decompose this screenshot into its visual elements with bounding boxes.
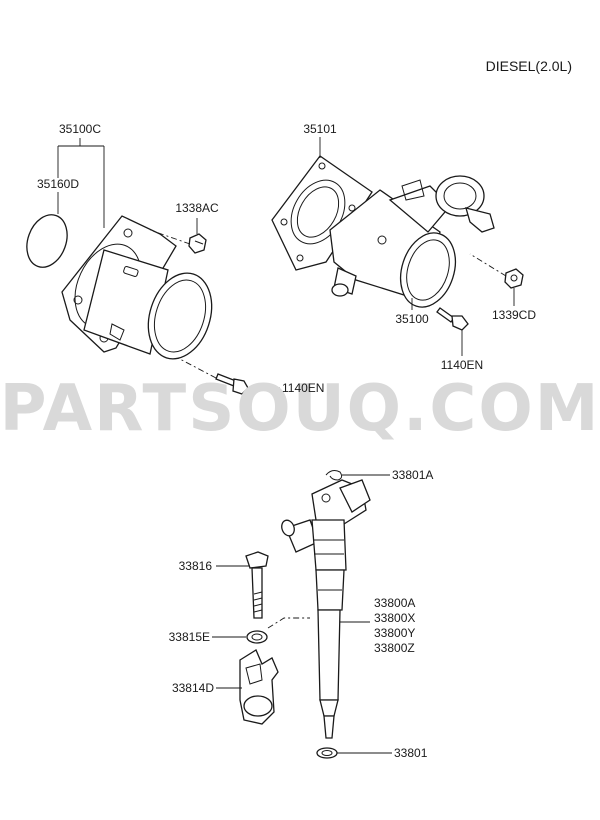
label-33800y[interactable]: 33800Y bbox=[374, 626, 415, 640]
injector-assembly[interactable] bbox=[280, 470, 371, 759]
engine-type-label: DIESEL(2.0L) bbox=[486, 58, 572, 74]
clip-33801a[interactable] bbox=[325, 470, 343, 481]
label-35101[interactable]: 35101 bbox=[303, 122, 337, 136]
bolt-1338ac[interactable] bbox=[188, 233, 207, 254]
label-35100c[interactable]: 35100C bbox=[59, 122, 101, 136]
label-33800x[interactable]: 33800X bbox=[374, 611, 415, 625]
bolt-33816[interactable] bbox=[245, 551, 269, 619]
label-33801a[interactable]: 33801A bbox=[392, 468, 433, 482]
label-35160d[interactable]: 35160D bbox=[37, 177, 79, 191]
throttle-body-cylinder bbox=[83, 249, 169, 355]
label-33816[interactable]: 33816 bbox=[179, 559, 213, 573]
leader-lines bbox=[57, 137, 515, 754]
actuator-housing bbox=[435, 175, 485, 217]
nut-1339cd[interactable] bbox=[504, 268, 524, 289]
label-1140en-right[interactable]: 1140EN bbox=[441, 358, 483, 372]
label-33800z[interactable]: 33800Z bbox=[374, 641, 415, 655]
throttle-body-assembly-left[interactable] bbox=[20, 209, 249, 395]
label-33814d[interactable]: 33814D bbox=[172, 681, 214, 695]
label-35100[interactable]: 35100 bbox=[395, 312, 429, 326]
label-33800a[interactable]: 33800A bbox=[374, 596, 415, 610]
watermark-text: PARTSOUQ.COM bbox=[0, 372, 600, 446]
label-1338ac[interactable]: 1338AC bbox=[175, 201, 219, 215]
washer-33815e[interactable] bbox=[246, 630, 268, 644]
label-1339cd[interactable]: 1339CD bbox=[492, 308, 536, 322]
label-33815e[interactable]: 33815E bbox=[169, 630, 210, 644]
bolt-1140en-right[interactable] bbox=[436, 307, 469, 331]
bolt-1140en-left[interactable] bbox=[215, 373, 249, 395]
seal-washer-33801[interactable] bbox=[316, 747, 338, 759]
throttle-body-assembly-right[interactable] bbox=[271, 155, 524, 331]
clamp-33814d[interactable] bbox=[239, 649, 279, 725]
gasket-35160d[interactable] bbox=[20, 209, 74, 273]
label-1140en-left[interactable]: 1140EN bbox=[282, 381, 324, 395]
label-33801[interactable]: 33801 bbox=[394, 746, 428, 760]
